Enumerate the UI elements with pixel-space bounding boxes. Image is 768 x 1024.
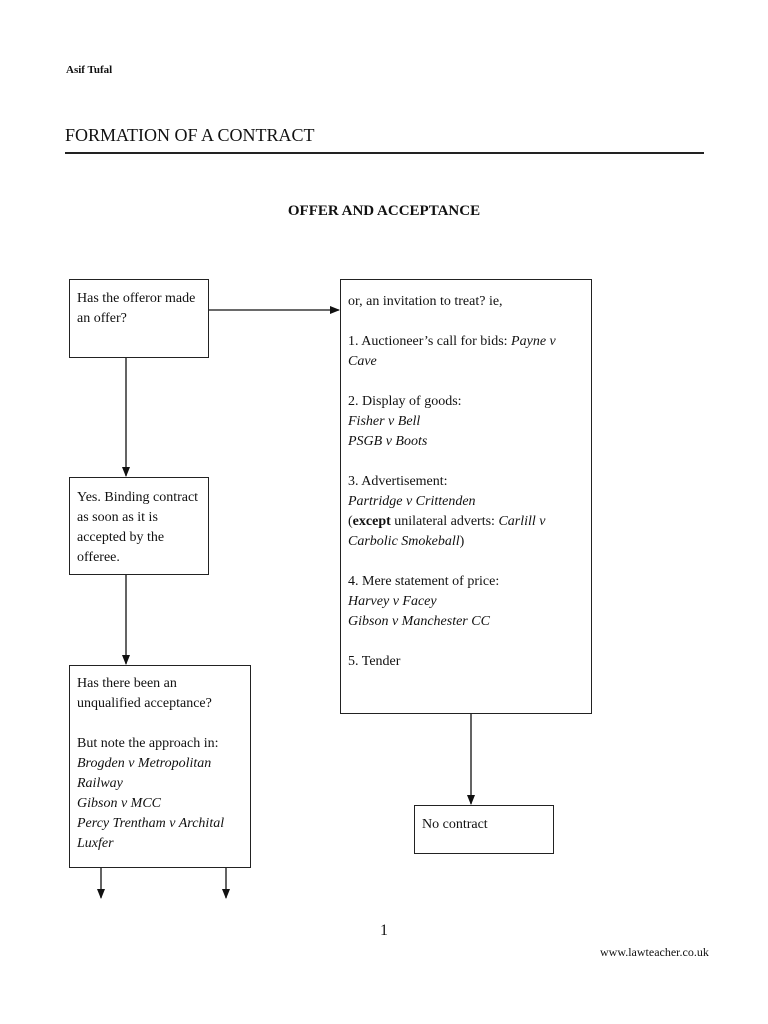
item2-case-1: Fisher v Bell	[348, 414, 421, 429]
item2-case-2: PSGB v Boots	[348, 434, 428, 449]
title-underline	[65, 152, 704, 154]
offer-question-text: Has the offeror made an offer?	[77, 291, 196, 326]
website-url: www.lawteacher.co.uk	[600, 945, 709, 959]
offer-question-box: Has the offeror made an offer?	[69, 279, 209, 358]
invite-item-3-exception: (except unilateral adverts: Carlill v Ca…	[348, 512, 584, 552]
except-word: except	[352, 514, 391, 529]
page-title: FORMATION OF A CONTRACT	[65, 125, 315, 145]
except-middle: unilateral adverts:	[390, 514, 499, 529]
acceptance-case-2: Gibson v MCC	[77, 796, 161, 811]
invitation-to-treat-box: or, an invitation to treat? ie, 1. Aucti…	[340, 279, 592, 714]
acceptance-question-text: Has there been an unqualified acceptance…	[77, 676, 212, 711]
item1-case: Payne v Cave	[348, 334, 556, 369]
no-contract-box: No contract	[414, 805, 554, 854]
binding-contract-box: Yes. Binding contract as soon as it is a…	[69, 477, 209, 575]
no-contract-text: No contract	[422, 817, 488, 832]
item4-case-1: Harvey v Facey	[348, 594, 437, 609]
binding-contract-text: Yes. Binding contract as soon as it is a…	[77, 490, 199, 565]
paren-close: )	[459, 534, 465, 549]
item3-case-2: Carlill v Carbolic Smokeball	[348, 514, 546, 549]
invite-item-4-label: 4. Mere statement of price:	[348, 574, 500, 589]
invite-item-5-label: 5. Tender	[348, 654, 401, 669]
paren-open: (	[348, 514, 353, 529]
page-number: 1	[380, 922, 388, 939]
section-heading: OFFER AND ACCEPTANCE	[287, 203, 481, 219]
acceptance-note: But note the approach in:	[77, 736, 219, 751]
acceptance-case-3: Percy Trentham v Archital Luxfer	[77, 816, 225, 851]
item1-label: 1. Auctioneer’s call for bids:	[348, 334, 512, 349]
acceptance-question-box: Has there been an unqualified acceptance…	[69, 665, 251, 868]
item4-case-2: Gibson v Manchester CC	[348, 614, 490, 629]
invite-item-1: 1. Auctioneer’s call for bids: Payne v C…	[348, 332, 584, 372]
invite-item-3-label: 3. Advertisement:	[348, 474, 448, 489]
invite-intro: or, an invitation to treat? ie,	[348, 294, 503, 309]
acceptance-case-1: Brogden v Metropolitan Railway	[77, 756, 212, 791]
item3-case: Partridge v Crittenden	[348, 494, 476, 509]
author-name: Asif Tufal	[66, 64, 113, 76]
invite-item-2-label: 2. Display of goods:	[348, 394, 462, 409]
